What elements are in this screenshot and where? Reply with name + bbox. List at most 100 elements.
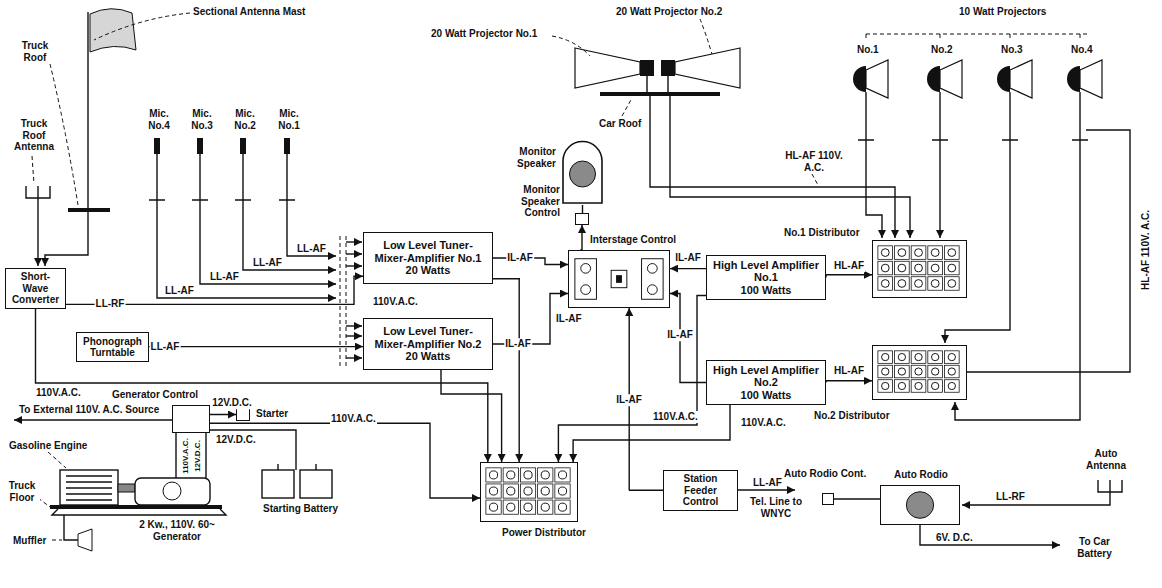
signal-wire [826, 275, 872, 278]
socket-frame [520, 468, 535, 482]
knob [647, 264, 657, 274]
amplifier-box: Low Level Tuner-Mixer-Amplifier No.120 W… [363, 232, 493, 284]
socket [931, 280, 939, 288]
control-panel: Interstage Control [568, 250, 670, 308]
socket [915, 382, 922, 389]
socket [489, 503, 497, 511]
socket-frame [911, 277, 926, 291]
text-label: Car Roof [598, 118, 642, 130]
flag [90, 9, 136, 52]
socket-frame [555, 468, 570, 482]
text-label: 20 Watt Projector No.1 [430, 28, 538, 40]
radio-art [881, 486, 959, 524]
socket-frame [878, 261, 893, 275]
socket-frame [911, 246, 926, 260]
box-title: Monitor Speaker Control [504, 184, 561, 219]
socket [541, 471, 549, 479]
wire-label: LL-AF [150, 341, 181, 353]
socket [541, 487, 549, 495]
box-subtitle: 100 Watts [711, 389, 821, 402]
wire-label: IL-AF [506, 252, 534, 264]
socket-frame [895, 351, 910, 364]
converter-box: Short-Wave Converter [5, 268, 66, 309]
text-label: 2 Kw., 110V. 60~ Generator [130, 519, 224, 542]
signal-wire [573, 405, 730, 462]
bus-arrow [346, 357, 362, 358]
leader-line [38, 452, 66, 540]
box-title: Station Feeder Control [668, 473, 733, 508]
car-roof-plate [600, 92, 720, 96]
box-title: High Level Amplifier No.2 [711, 364, 821, 389]
socket [558, 503, 566, 511]
text-label: LL-AF [252, 257, 283, 269]
control-box: Generator Control [172, 405, 210, 433]
text-label: Starting Battery [262, 503, 339, 515]
text-label: Muffler [12, 535, 47, 547]
roof-plate [68, 208, 110, 212]
socket [898, 264, 906, 272]
text-label: HL-AF 110V. A.C. [782, 150, 846, 173]
socket-frame [486, 484, 501, 498]
knob [647, 285, 657, 295]
text-label: 12V.D.C. [215, 434, 257, 446]
socket-frame [895, 380, 910, 393]
text-label: IL-AF [555, 313, 583, 325]
socket [931, 249, 939, 257]
socket-frame [878, 351, 893, 364]
socket [541, 503, 549, 511]
text-label: Mic. No.4 [143, 108, 175, 131]
wire-label: IL-AF [615, 394, 643, 406]
socket [507, 503, 515, 511]
horn-projector [575, 48, 740, 88]
socket-frame [538, 484, 553, 498]
mast-wire [45, 212, 88, 266]
speaker-wire [866, 155, 882, 238]
text-label: LL-AF [752, 477, 783, 489]
knob [581, 285, 591, 295]
socket [489, 471, 497, 479]
text-label: Tel. Line to WNYC [745, 496, 807, 519]
exhaust-pipe [64, 515, 78, 540]
socket [898, 368, 905, 375]
microphone-head [154, 138, 290, 154]
control-box: Station Feeder Control [663, 470, 738, 511]
socket-frame [486, 500, 501, 514]
socket-frame [503, 484, 518, 498]
socket [558, 471, 566, 479]
antenna-wire [962, 492, 1110, 505]
box-title: No.1 Distributor [783, 227, 861, 239]
wire-label: HL-AF [833, 365, 865, 377]
socket-frame [928, 246, 943, 260]
socket [881, 280, 889, 288]
socket-frame [944, 246, 959, 260]
socket [898, 280, 906, 288]
external-power-arrow [14, 419, 172, 420]
turntable-box: Phonograph Turntable [76, 332, 149, 362]
socket [915, 368, 922, 375]
bus-arrow [346, 253, 362, 254]
socket [489, 487, 497, 495]
socket [558, 487, 566, 495]
socket-frame [895, 365, 910, 378]
group-bracket [866, 34, 1090, 40]
box-subtitle: 100 Watts [711, 284, 821, 297]
socket [507, 471, 515, 479]
fader-plate [642, 259, 664, 300]
text-label: 110V.A.C. [740, 417, 787, 429]
antenna-mast [87, 12, 88, 208]
distributor-panel: No.2 Distributor [872, 345, 967, 400]
truck-floor [50, 505, 222, 509]
wire-label: IL-AF [666, 329, 694, 341]
horn-projector [866, 60, 1102, 98]
socket-frame [878, 246, 893, 260]
socket [948, 264, 956, 272]
text-label: 110V.A.C. [181, 437, 190, 475]
socket-frame [911, 380, 926, 393]
text-label: 110V.A.C. [652, 411, 699, 423]
wire-label: IL-AF [504, 338, 532, 350]
grid-art [873, 241, 966, 297]
speaker-wire [967, 130, 1130, 372]
battery-wire [920, 525, 1060, 545]
socket-frame [911, 365, 926, 378]
